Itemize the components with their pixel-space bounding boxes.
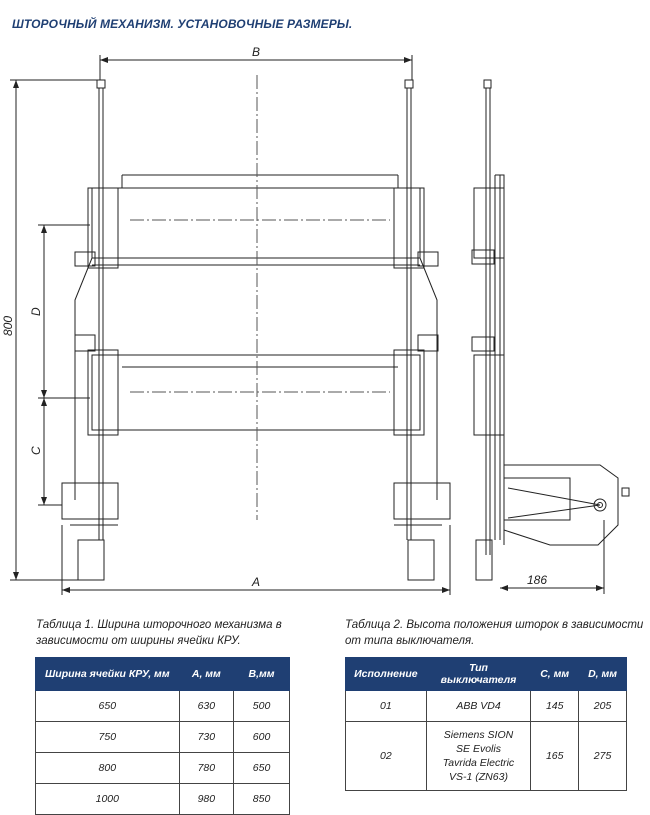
breaker-type-line: VS-1 (ZN63) (449, 771, 508, 783)
table-cell: 165 (530, 721, 580, 791)
table-cell: 275 (578, 721, 627, 791)
left-bracket (61, 482, 119, 520)
page-title: ШТОРОЧНЫЙ МЕХАНИЗМ. УСТАНОВОЧНЫЕ РАЗМЕРЫ… (12, 17, 353, 31)
table-cell: 145 (530, 690, 580, 722)
breaker-type-line: Siemens SION (443, 729, 514, 741)
table-cell: ABB VD4 (425, 690, 532, 722)
table-row: 750 730 600 (35, 721, 290, 753)
table-cell: 600 (233, 721, 290, 753)
label-d: D (29, 307, 43, 316)
label-b: B (252, 45, 260, 59)
right-frame (419, 257, 438, 500)
table-cell: 750 (35, 721, 180, 753)
table1-header: А, мм (178, 657, 235, 691)
left-rod-cap (96, 79, 106, 89)
table-row: 800 780 650 (35, 752, 290, 784)
table-cell: 650 (35, 690, 180, 722)
table-cell: 1000 (35, 783, 180, 815)
table-cell: 630 (178, 690, 235, 722)
label-a: A (251, 575, 260, 589)
table2-header: D, мм (578, 657, 627, 691)
table-cell: 02 (345, 721, 427, 791)
right-bracket (393, 482, 451, 520)
table-cell: 650 (233, 752, 290, 784)
side-lever (503, 464, 619, 546)
upper-shutter (91, 187, 421, 259)
table1-header: В,мм (233, 657, 290, 691)
table-cell: 205 (578, 690, 627, 722)
table2: Исполнение Тип выключателя С, мм D, мм 0… (345, 657, 627, 791)
table-row: 01 ABB VD4 145 205 (345, 690, 627, 722)
label-c: C (29, 446, 43, 455)
table1-caption: Таблица 1. Ширина шторочного механизма в… (36, 619, 282, 647)
table2-caption: Таблица 2. Высота положения шторок в зав… (345, 619, 644, 647)
lower-shutter (91, 354, 421, 431)
table-cell: 850 (233, 783, 290, 815)
table-cell: 500 (233, 690, 290, 722)
label-800: 800 (1, 316, 15, 336)
table2-header: С, мм (530, 657, 580, 691)
table-cell: 980 (178, 783, 235, 815)
table-cell: 01 (345, 690, 427, 722)
table2-header: Тип выключателя (425, 657, 532, 691)
breaker-type-line: Tavrida Electric (442, 757, 515, 769)
table-cell: 780 (178, 752, 235, 784)
label-186: 186 (527, 573, 547, 587)
breaker-type-line: SE Evolis (456, 743, 501, 755)
table2-header: Исполнение (345, 657, 427, 691)
table1: Ширина ячейки КРУ, мм А, мм В,мм 650 630… (35, 657, 290, 815)
table-cell: 800 (35, 752, 180, 784)
breaker-type-cell: Siemens SION SE Evolis Tavrida Electric … (425, 721, 532, 791)
table-row: 1000 980 850 (35, 783, 290, 815)
table1-header: Ширина ячейки КРУ, мм (35, 657, 180, 691)
right-rod-cap (404, 79, 414, 89)
table-row: 02 Siemens SION SE Evolis Tavrida Electr… (345, 721, 627, 791)
left-frame (74, 257, 93, 500)
shutter-mechanism-drawing: B A 186 800 D C (1, 45, 630, 595)
table-row: 650 630 500 (35, 690, 290, 722)
table-cell: 730 (178, 721, 235, 753)
side-rod-cap (483, 79, 492, 89)
